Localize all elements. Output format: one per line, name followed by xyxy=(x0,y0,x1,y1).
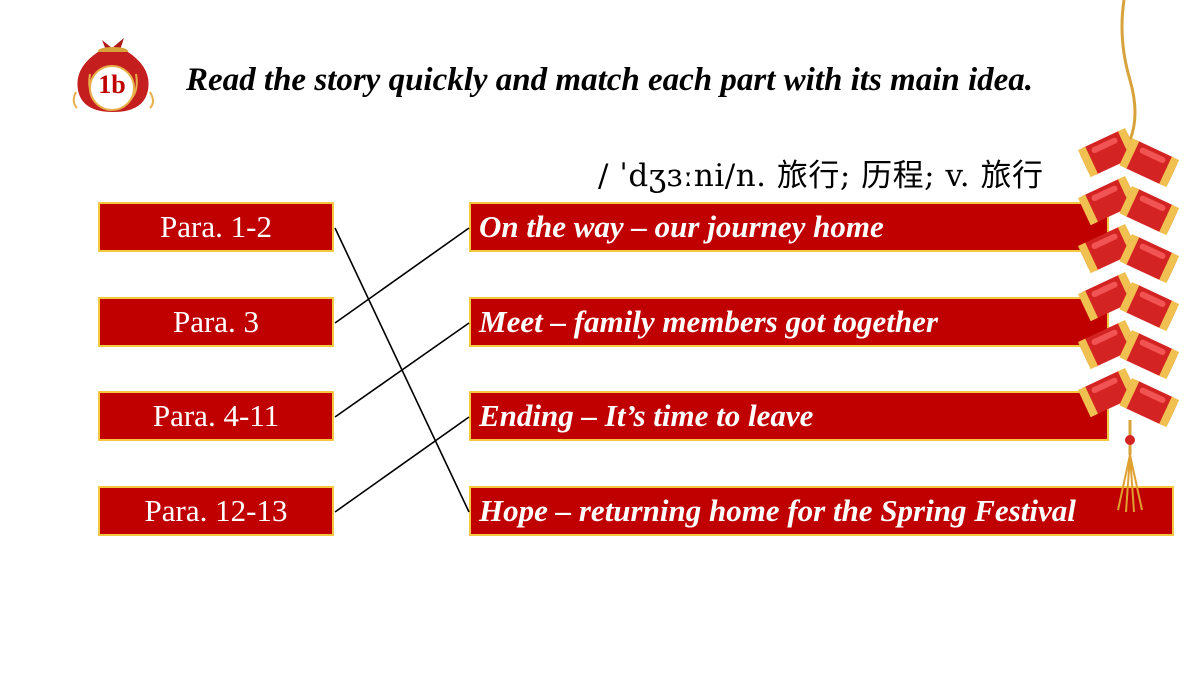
para-box-4[interactable]: Para. 12-13 xyxy=(98,486,334,536)
para-box-2[interactable]: Para. 3 xyxy=(98,297,334,347)
firecrackers-icon xyxy=(1078,0,1180,513)
para-box-1[interactable]: Para. 1-2 xyxy=(98,202,334,252)
match-line-4 xyxy=(334,416,470,513)
badge-label: 1b xyxy=(98,70,126,99)
idea-box-3[interactable]: Ending – It’s time to leave xyxy=(469,391,1109,441)
match-line-3 xyxy=(334,322,470,418)
lucky-bag-badge: 1b xyxy=(68,34,158,114)
lucky-bag-icon xyxy=(72,38,154,112)
idea-box-4[interactable]: Hope – returning home for the Spring Fes… xyxy=(469,486,1174,536)
instruction-text: Read the story quickly and match each pa… xyxy=(186,62,1034,98)
para-box-3[interactable]: Para. 4-11 xyxy=(98,391,334,441)
idea-box-2[interactable]: Meet – family members got together xyxy=(469,297,1109,347)
phonetic-annotation: / ˈdʒɜːni/n. 旅行; 历程; v. 旅行 xyxy=(598,158,1044,194)
match-line-2 xyxy=(334,227,470,324)
idea-box-1[interactable]: On the way – our journey home xyxy=(469,202,1109,252)
